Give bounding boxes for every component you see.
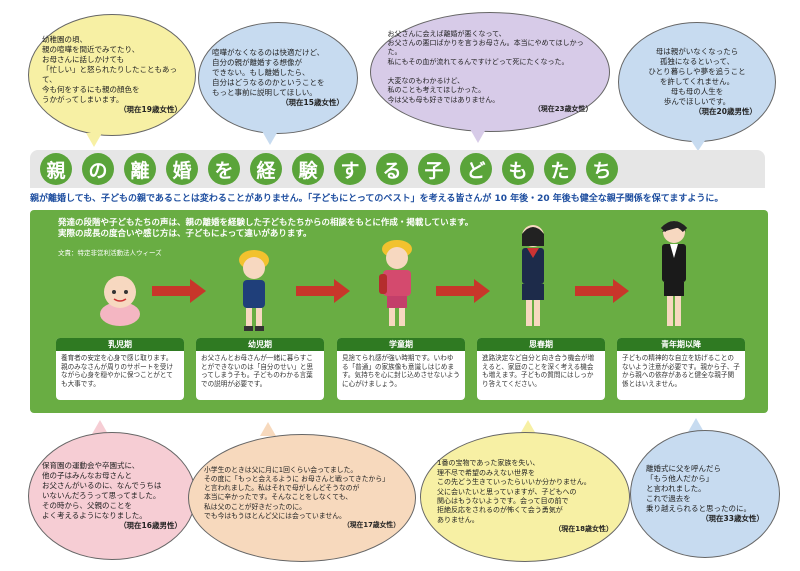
quote-6-text: 小学生のときは父に月に1回くらい会ってました。 その度に「もっと会えるように お…	[204, 465, 389, 520]
title-char: 子	[418, 153, 450, 185]
stage-card-school-age: 学童期 見捨てられ感が強い時期です。いわゆる「普通」の家族像も意識しはじめます。…	[337, 338, 465, 400]
title-char: 験	[292, 153, 324, 185]
stage-arrow	[436, 279, 490, 303]
intro-body: 発達の段階や子どもたちの声は、親の離婚を経験した子どもたちからの相談をもとに作成…	[58, 218, 474, 240]
title-char: を	[208, 153, 240, 185]
bubble-quote-8: 離婚式に父を呼んだら 「もう他人だから」 と言われました。 これで過去を 乗り越…	[630, 430, 780, 558]
stage-title: 幼児期	[196, 338, 324, 351]
stage-card-early-childhood: 幼児期 お父さんとお母さんが一緒に暮らすことができないのは「自分のせい」と思って…	[196, 338, 324, 400]
stage-title: 青年期以降	[617, 338, 745, 351]
title-char: た	[544, 153, 576, 185]
stage-card-young-adult: 青年期以降 子どもの精神的な自立を妨げることのないよう注意が必要です。親から子、…	[617, 338, 745, 400]
young-adult-illustration	[654, 218, 694, 334]
stage-description: 子どもの精神的な自立を妨げることのないよう注意が必要です。親から子、子から親への…	[622, 354, 740, 388]
bubble-tail-3	[470, 129, 486, 143]
quote-3-text: お父さんに会えば離婚が悪くなって、 お父さんの悪口ばかりを言うお母さん。本当にや…	[387, 29, 584, 104]
title-char: ち	[586, 153, 618, 185]
bubble-quote-6: 小学生のときは父に月に1回くらい会ってました。 その度に「もっと会えるように お…	[188, 434, 416, 562]
title-char: ど	[460, 153, 492, 185]
schoolchild-illustration	[375, 238, 419, 332]
title-char: 親	[40, 153, 72, 185]
quote-7-author: （現在18歳女性）	[554, 525, 613, 534]
stage-description: 見捨てられ感が強い時期です。いわゆる「普通」の家族像も意識しはじめます。気持ちを…	[342, 354, 460, 388]
quote-2-text: 喧嘩がなくなるのは快適だけど、 自分の親が離婚する想像が できない。もし離婚した…	[212, 47, 325, 98]
title-char: 婚	[166, 153, 198, 185]
quote-4-author: （現在20歳男性）	[694, 107, 757, 117]
bubble-quote-7: 1番の宝物であった家族を失い、 理不尽で希望のみえない世界を この先どう生きてい…	[420, 432, 630, 562]
lead-text: 親が離婚しても、子どもの親であることは変わることがありません。「子どもにとっての…	[30, 194, 724, 204]
title-char: 離	[124, 153, 156, 185]
stage-arrow	[152, 279, 206, 303]
quote-3-author: （現在23歳女性）	[533, 105, 593, 114]
quote-5-text: 保育園の運動会や卒園式に、 他の子はみんなお母さんと お父さんがいるのに、なんで…	[42, 460, 162, 521]
baby-illustration	[96, 268, 144, 328]
bubble-quote-3: お父さんに会えば離婚が悪くなって、 お父さんの悪口ばかりを言うお母さん。本当にや…	[370, 12, 610, 132]
stage-description: 進路決定など自分と向き合う機会が増えると、家庭のことを深く考える機会も増えます。…	[482, 354, 595, 388]
stage-arrow	[296, 279, 350, 303]
title-char: の	[82, 153, 114, 185]
stage-card-infancy: 乳児期 養育者の安定を心身で感じ取ります。親のみなさんが周りのサポートを受けなが…	[56, 338, 184, 400]
bubble-tail-6	[260, 422, 276, 436]
quote-6-author: （現在17歳女性）	[342, 520, 400, 529]
stage-arrow	[575, 279, 629, 303]
bubble-quote-2: 喧嘩がなくなるのは快適だけど、 自分の親が離婚する想像が できない。もし離婚した…	[198, 22, 358, 134]
bubble-tail-4	[690, 139, 706, 151]
bubble-tail-8	[688, 418, 704, 432]
preschooler-illustration	[234, 248, 274, 332]
stage-title: 思春期	[477, 338, 605, 351]
adolescent-illustration	[513, 222, 553, 334]
bubble-tail-7	[520, 420, 536, 434]
title-char: も	[502, 153, 534, 185]
stage-card-adolescence: 思春期 進路決定など自分と向き合う機会が増えると、家庭のことを深く考える機会も増…	[477, 338, 605, 400]
quote-7-text: 1番の宝物であった家族を失い、 理不尽で希望のみえない世界を この先どう生きてい…	[437, 459, 591, 524]
quote-1-text: 幼稚園の頃、 親の喧嘩を間近でみてたり、 お母さんに話しかけても 「忙しい」と怒…	[42, 34, 177, 105]
quote-5-author: （現在16歳男性）	[119, 521, 182, 531]
title-char: す	[334, 153, 366, 185]
intro-text: 発達の段階や子どもたちの声は、親の離婚を経験した子どもたちからの相談をもとに作成…	[58, 218, 618, 241]
quote-4-text: 母は親がいなくなったら 孤独になるといって、 ひとり暮らしや夢を追うこと を許し…	[648, 46, 746, 107]
quote-8-author: （現在33歳女性）	[701, 514, 764, 524]
stage-title: 学童期	[337, 338, 465, 351]
intro-credit: 文責：特定非営利活動法人ウィーズ	[58, 249, 162, 257]
title-char: る	[376, 153, 408, 185]
stage-title: 乳児期	[56, 338, 184, 351]
bubble-tail-2	[262, 131, 278, 145]
stage-description: 養育者の安定を心身で感じ取ります。親のみなさんが周りのサポートを受けながら心身を…	[61, 354, 174, 388]
bubble-tail-1	[86, 133, 102, 147]
quote-2-author: （現在15歳女性）	[281, 98, 344, 108]
quote-8-text: 離婚式に父を呼んだら 「もう他人だから」 と言われました。 これで過去を 乗り越…	[646, 463, 751, 514]
bubble-quote-5: 保育園の運動会や卒園式に、 他の子はみんなお母さんと お父さんがいるのに、なんで…	[28, 432, 196, 560]
stage-description: お父さんとお母さんが一緒に暮らすことができないのは「自分のせい」と思ってしまう子…	[201, 354, 314, 388]
bubble-quote-4: 母は親がいなくなったら 孤独になるといって、 ひとり暮らしや夢を追うこと を許し…	[618, 22, 776, 142]
bubble-quote-1: 幼稚園の頃、 親の喧嘩を間近でみてたり、 お母さんに話しかけても 「忙しい」と怒…	[28, 14, 196, 136]
bubble-tail-5	[92, 420, 108, 434]
title-char: 経	[250, 153, 282, 185]
quote-1-author: （現在19歳女性）	[119, 105, 182, 115]
